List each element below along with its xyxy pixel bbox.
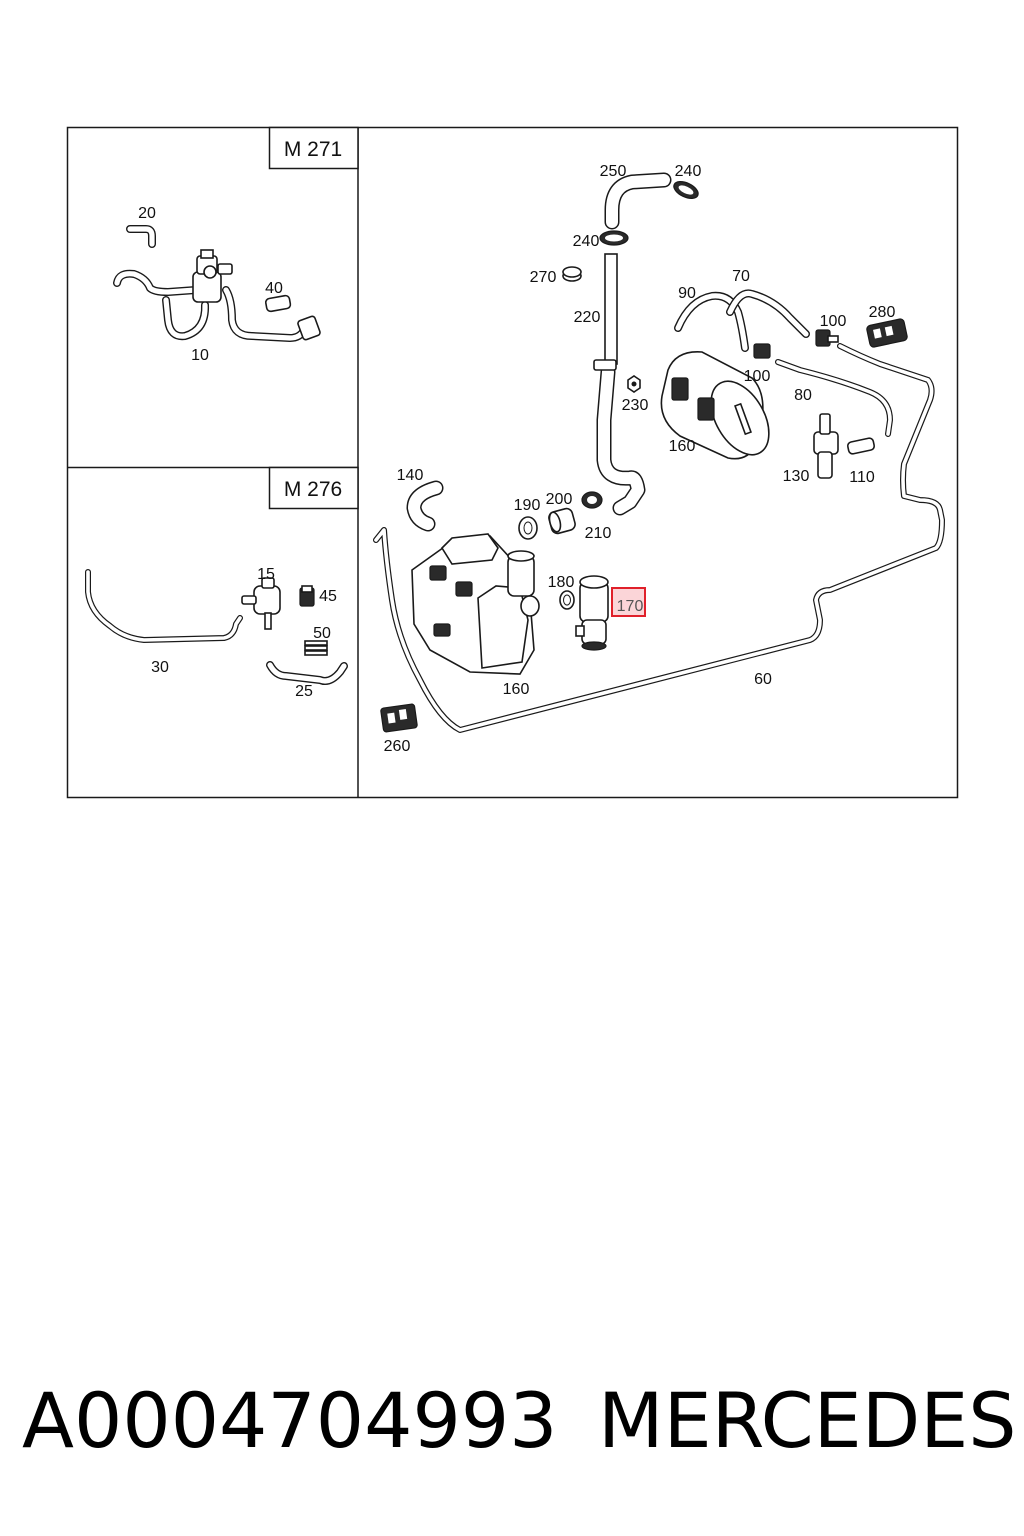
label-110: 110 — [849, 469, 875, 486]
label-200: 200 — [546, 491, 573, 508]
label-45: 45 — [319, 588, 337, 605]
label-240-mid: 240 — [573, 233, 600, 250]
hose-140 — [406, 480, 444, 532]
label-220: 220 — [574, 309, 601, 326]
label-180: 180 — [548, 574, 575, 591]
label-15: 15 — [257, 566, 275, 583]
label-50: 50 — [313, 625, 331, 642]
highlight-box-170 — [611, 587, 646, 617]
clamp-240-top — [673, 181, 699, 199]
grommet-270 — [562, 266, 582, 282]
label-90: 90 — [678, 285, 696, 302]
ring-180 — [559, 590, 575, 610]
m276-bracket-45 — [299, 585, 315, 607]
sleeve-200 — [548, 507, 576, 535]
m276-valve-15 — [241, 577, 281, 630]
m276-clip-50 — [304, 640, 328, 656]
m276-line-30 — [85, 569, 243, 643]
label-250: 250 — [600, 163, 627, 180]
label-160-upper: 160 — [669, 438, 696, 455]
clamp-100-right — [815, 329, 839, 347]
label-190: 190 — [514, 497, 541, 514]
label-270: 270 — [530, 269, 557, 286]
label-60: 60 — [754, 671, 772, 688]
label-160-lower: 160 — [503, 681, 530, 698]
label-100-left: 100 — [744, 368, 771, 385]
hose-250 — [604, 172, 672, 230]
line-80 — [775, 359, 893, 437]
sleeve-110 — [846, 437, 876, 455]
label-25: 25 — [295, 683, 313, 700]
label-210: 210 — [585, 525, 612, 542]
label-280: 280 — [869, 304, 896, 321]
label-70: 70 — [732, 268, 750, 285]
nut-230 — [627, 375, 641, 393]
label-230: 230 — [622, 397, 649, 414]
clamp-100-left — [753, 343, 771, 359]
line-60 — [373, 343, 945, 733]
label-20: 20 — [138, 205, 156, 222]
ring-190 — [518, 516, 538, 540]
label-100-right: 100 — [820, 313, 847, 330]
engine-tag-m271: M 271 — [268, 126, 359, 170]
diagram-frame — [66, 126, 959, 799]
hose-70-90 — [674, 289, 810, 352]
m271-valve — [192, 249, 233, 303]
footer-caption: A0004704993 MERCEDES — [0, 1366, 1024, 1476]
m271-hose-10 — [113, 269, 321, 342]
m276-hose-25 — [266, 661, 348, 685]
pipe-220 — [593, 253, 646, 516]
label-130: 130 — [783, 468, 810, 485]
engine-tag-m276: M 276 — [268, 466, 359, 510]
valve-170 — [575, 575, 609, 651]
label-30: 30 — [151, 659, 169, 676]
m271-sleeve-40 — [264, 294, 292, 313]
part-number: A0004704993 — [22, 1376, 558, 1465]
clamp-210 — [581, 491, 603, 509]
label-140: 140 — [397, 467, 424, 484]
valve-130 — [813, 413, 839, 479]
clamp-240-mid — [599, 230, 629, 246]
engine-label-m271: M 271 — [284, 138, 342, 161]
label-40: 40 — [265, 280, 283, 297]
m271-elbow-20 — [126, 225, 156, 248]
label-10: 10 — [191, 347, 209, 364]
canister-160-upper — [660, 351, 770, 460]
brand-name: MERCEDES — [598, 1376, 1017, 1465]
engine-label-m276: M 276 — [284, 478, 342, 501]
label-80: 80 — [794, 387, 812, 404]
canister-160-lower — [411, 533, 540, 675]
label-260: 260 — [384, 738, 411, 755]
label-170: 170 — [617, 598, 644, 615]
connector-280 — [866, 318, 908, 348]
label-240-top: 240 — [675, 163, 702, 180]
connector-260 — [380, 703, 418, 733]
